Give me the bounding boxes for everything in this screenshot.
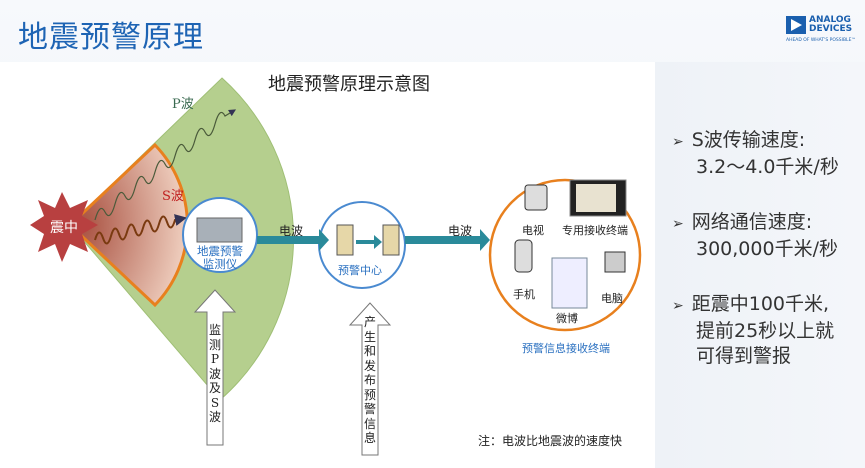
dedicated-terminal-label: 专用接收终端	[562, 224, 628, 237]
arrow-2-text: 产生和发布预警信息	[363, 315, 376, 445]
arrow-bullet-icon: ➢	[672, 298, 684, 314]
phone-icon	[514, 239, 533, 273]
weibo-label: 微博	[556, 312, 578, 325]
server-icon	[336, 224, 354, 256]
slide-title: 地震预警原理	[18, 20, 204, 55]
p-wave-label: P波	[172, 97, 194, 112]
tv-label: 电视	[522, 224, 544, 237]
monitor-label: 地震预警监测仪	[197, 244, 243, 271]
server-arrow	[356, 235, 382, 249]
logo-text: ANALOG	[809, 15, 851, 25]
logo-triangle-icon	[786, 16, 806, 34]
monitor-device	[196, 217, 243, 243]
terminals-circle	[488, 178, 642, 332]
s-wave-line	[94, 214, 187, 245]
bullet-network-speed: ➢网络通信速度:300,000千米/秒	[672, 211, 838, 260]
arrow-bullet-icon: ➢	[672, 134, 684, 150]
bullets-panel	[655, 62, 865, 468]
epicenter-label: 震中	[50, 220, 78, 236]
phone-label: 手机	[513, 288, 535, 301]
radio-arrow-1	[257, 229, 329, 251]
up-arrow-2	[348, 302, 392, 456]
bullet-s-wave-speed: ➢S波传输速度:3.2～4.0千米/秒	[672, 129, 839, 178]
weibo-icon	[551, 257, 588, 309]
radio-label-1: 电波	[279, 224, 304, 238]
center-label: 预警中心	[338, 264, 382, 277]
server-icon	[382, 224, 400, 256]
logo-tagline: AHEAD OF WHAT'S POSSIBLE™	[786, 38, 856, 43]
terminals-caption: 预警信息接收终端	[522, 342, 610, 355]
pc-icon	[604, 251, 626, 273]
logo-text: DEVICES	[809, 24, 853, 34]
up-arrow-1	[193, 289, 237, 446]
diagram-note: 注：电波比地震波的速度快	[478, 434, 623, 448]
bullet-warning-time: ➢距震中100千米,提前25秒以上就可得到警报	[672, 293, 835, 367]
p-wave-line	[94, 109, 237, 221]
radio-arrow-2	[405, 229, 490, 251]
analog-devices-logo: ANALOG DEVICES AHEAD OF WHAT'S POSSIBLE™	[786, 16, 861, 46]
diagram-title: 地震预警原理示意图	[268, 74, 430, 95]
pc-label: 电脑	[601, 292, 623, 305]
arrow-bullet-icon: ➢	[672, 216, 684, 232]
epicenter-star	[30, 192, 98, 262]
s-wave-label: S波	[162, 189, 184, 204]
arrow-1-text: 监测P波及S波	[208, 323, 221, 424]
tv-icon	[524, 184, 548, 211]
radio-label-2: 电波	[448, 224, 473, 238]
